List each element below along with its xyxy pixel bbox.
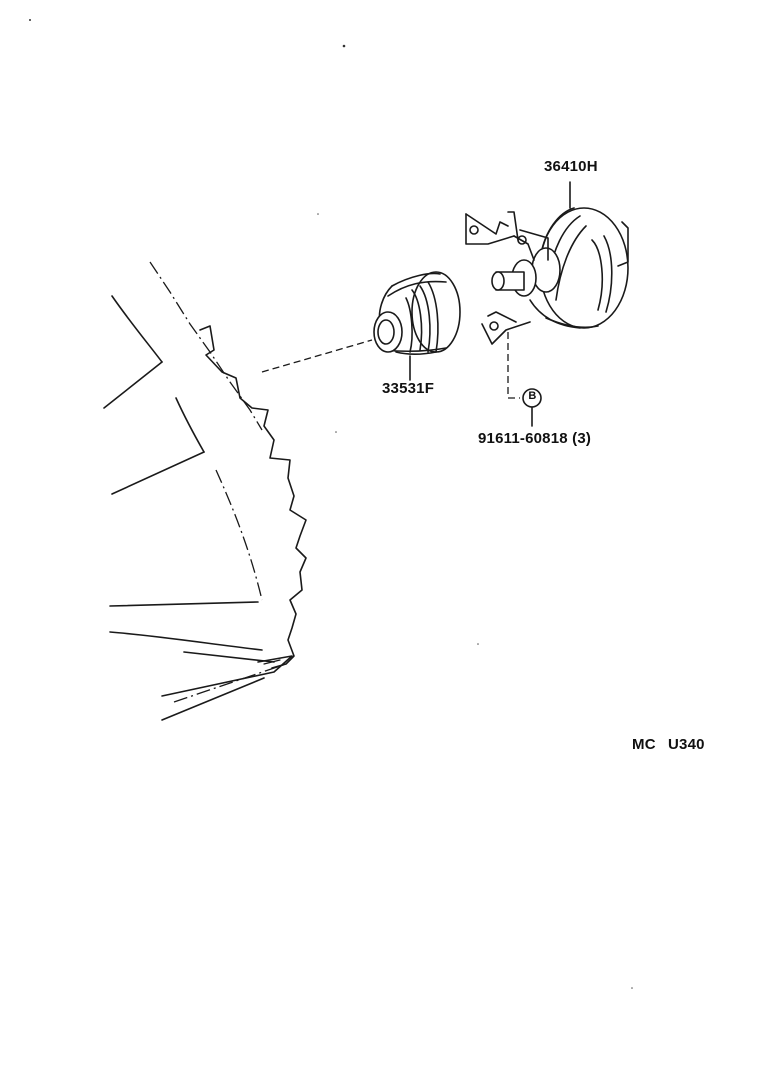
circled-letter-b-icon bbox=[522, 388, 542, 427]
brake-booster-icon bbox=[465, 181, 629, 399]
bolt-callout-letter: B bbox=[528, 390, 537, 402]
reference-code: U340 bbox=[668, 736, 705, 753]
boot-part-number: 33531F bbox=[382, 380, 435, 397]
booster-part-number: 36410H bbox=[544, 158, 598, 175]
bolt-part-number: 91611-60818 (3) bbox=[478, 430, 592, 447]
rubber-boot-icon bbox=[373, 271, 461, 381]
alignment-line bbox=[261, 339, 373, 373]
transmission-housing-icon bbox=[103, 261, 307, 721]
reference-prefix: MC bbox=[632, 736, 656, 753]
